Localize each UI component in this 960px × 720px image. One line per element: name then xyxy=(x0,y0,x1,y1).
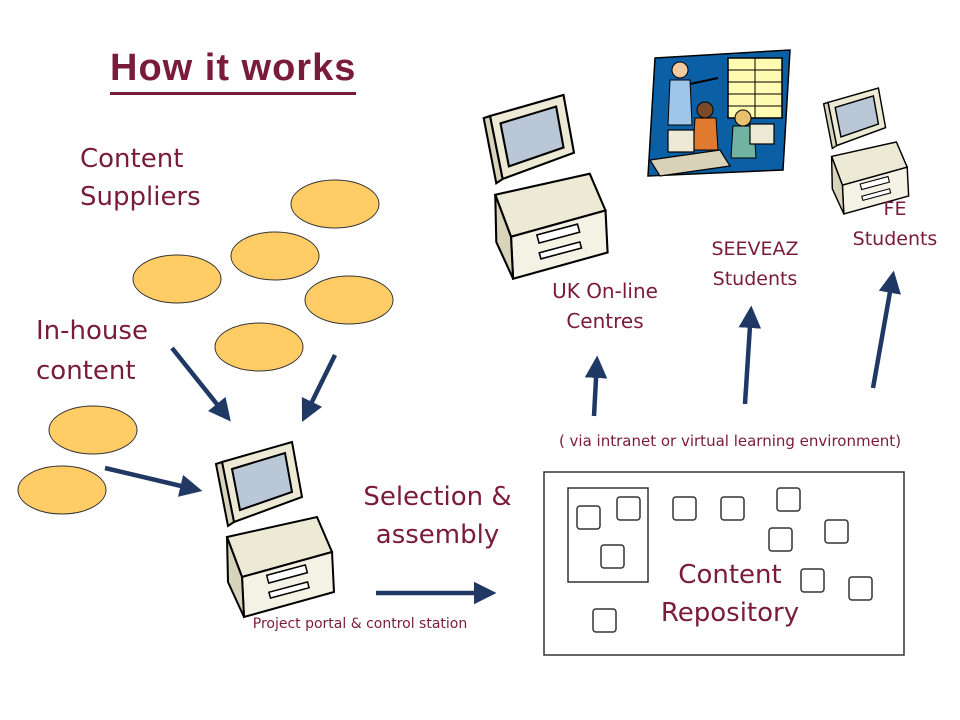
label-line: Suppliers xyxy=(80,182,201,212)
label-line: In-house xyxy=(36,316,148,346)
uk-online-centres-label: UK On-line Centres xyxy=(520,276,690,336)
content-ellipse xyxy=(48,405,138,455)
content-ellipse xyxy=(17,465,107,515)
content-square xyxy=(776,487,801,512)
label-line: UK On-line xyxy=(552,279,658,303)
repository-subgroup-box xyxy=(567,487,649,583)
arrow-to-fe xyxy=(870,270,901,389)
content-square xyxy=(824,519,849,544)
via-label: ( via intranet or virtual learning envir… xyxy=(558,432,902,450)
fe-students-label: FE Students xyxy=(835,194,955,254)
content-square xyxy=(800,568,825,593)
content-repository-label: Content Repository xyxy=(640,556,820,632)
arrow-suppliers-to-station xyxy=(301,354,338,423)
selection-assembly-label: Selection & assembly xyxy=(350,478,525,554)
content-ellipse xyxy=(304,275,394,325)
label-line: content xyxy=(36,356,136,386)
arrows xyxy=(104,270,901,605)
content-square xyxy=(848,576,873,601)
label-line: Centres xyxy=(566,309,644,333)
arrow-to-seeveaz xyxy=(738,305,762,405)
content-square xyxy=(672,496,697,521)
arrow-ellipse-to-station xyxy=(104,465,203,497)
label-line: FE xyxy=(883,198,907,220)
content-ellipse xyxy=(214,322,304,372)
page-title: How it works xyxy=(110,44,357,95)
label-line: Students xyxy=(852,228,938,250)
label-line: Content xyxy=(80,144,184,174)
content-ellipse xyxy=(132,254,222,304)
label-line: SEEVEAZ xyxy=(711,238,799,260)
content-square xyxy=(576,505,601,530)
arrow-inhouse-to-station xyxy=(170,346,231,422)
project-portal-label: Project portal & control station xyxy=(252,616,468,632)
arrow-to-uk-centres xyxy=(584,355,608,417)
classroom-clipart-icon xyxy=(647,49,791,177)
content-ellipse-group xyxy=(17,179,394,515)
content-square xyxy=(768,527,793,552)
computer-icon xyxy=(482,93,609,280)
content-square xyxy=(592,608,617,633)
label-line: Selection & xyxy=(363,482,512,512)
seeveaz-students-label: SEEVEAZ Students xyxy=(690,234,820,294)
repository-items xyxy=(576,487,873,633)
computer-icon xyxy=(215,441,335,618)
content-square xyxy=(616,496,641,521)
label-line: Repository xyxy=(660,598,800,628)
content-suppliers-label: Content Suppliers xyxy=(80,140,240,216)
label-line: Students xyxy=(712,268,798,290)
content-ellipse xyxy=(230,231,320,281)
in-house-content-label: In-house content xyxy=(36,311,186,391)
label-line: Content xyxy=(678,560,782,590)
content-square xyxy=(720,496,745,521)
content-square xyxy=(600,544,625,569)
content-ellipse xyxy=(290,179,380,229)
label-line: assembly xyxy=(375,520,500,550)
